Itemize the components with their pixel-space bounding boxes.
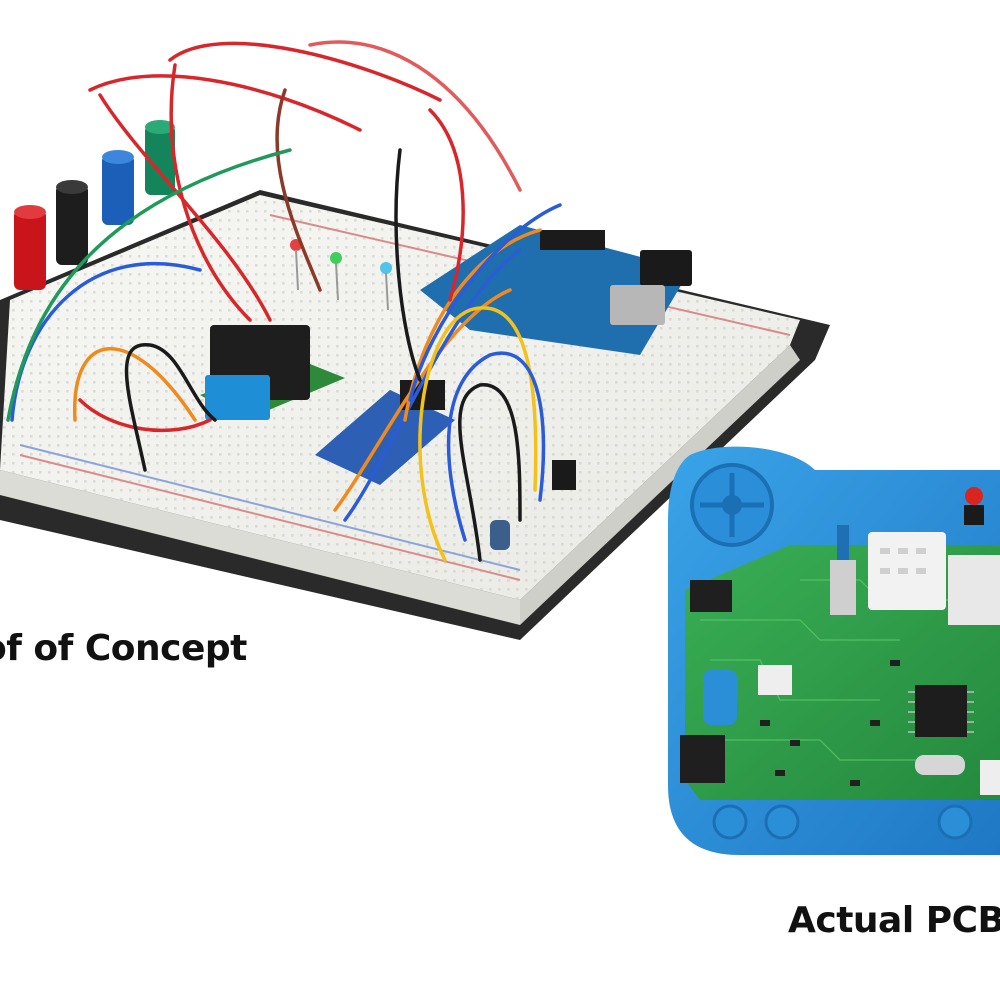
breadboard-prototype <box>0 40 830 640</box>
crystal <box>915 755 965 775</box>
capacitor <box>490 520 510 550</box>
red-led <box>965 487 983 505</box>
microcontroller-chip <box>915 685 967 737</box>
pcb-enclosure <box>668 446 1000 855</box>
jumper-wires <box>6 40 562 562</box>
proof-of-concept-label: of of Concept <box>0 628 247 669</box>
pin-header <box>690 580 732 612</box>
jst-connector <box>758 665 792 695</box>
regulator <box>552 460 576 490</box>
binding-posts <box>14 120 175 290</box>
relay-module <box>200 325 345 420</box>
slide-switch <box>830 560 856 615</box>
wifi-module-label <box>948 555 1000 625</box>
actual-pcb-label: Actual PCB <box>788 900 1000 941</box>
